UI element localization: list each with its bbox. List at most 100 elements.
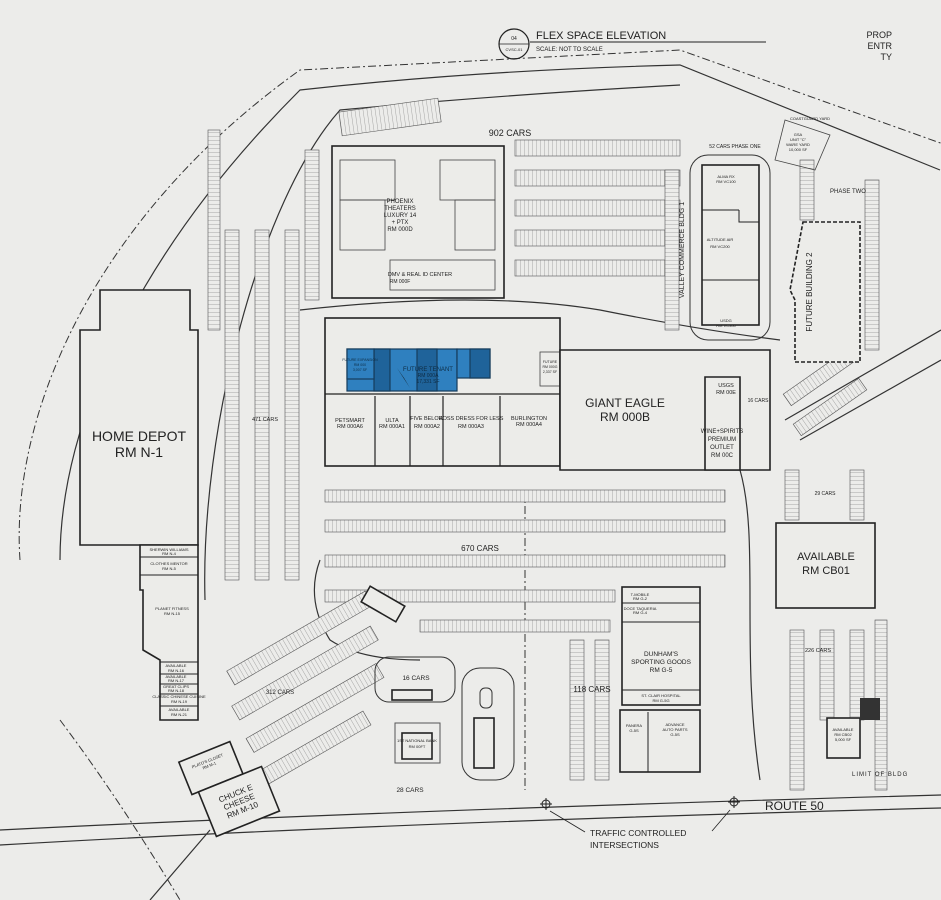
- future-right-rm: RM 000G: [543, 365, 558, 369]
- parking-count-east-small: 16 CARS: [748, 398, 770, 404]
- parking-count-east-north: 29 CARS: [815, 491, 837, 497]
- dmv-label: DMV & REAL ID CENTER: [388, 272, 452, 278]
- future-right-sf: 2,337 SF: [543, 370, 557, 374]
- future-tenant-sf: 17,331 SF: [416, 379, 439, 385]
- phoenix-label-1: PHOENIX: [386, 199, 413, 205]
- chuck-e-cheese-building: PLATO'S CLOSET RM M-1 CHUCK E CHEESE RM …: [177, 740, 281, 838]
- phoenix-theaters-building: PHOENIX THEATERS LUXURY 14 + PTX RM 000D…: [331, 145, 505, 299]
- available-cb01-label: AVAILABLE: [797, 551, 855, 563]
- panera-label: PANERA: [626, 723, 642, 728]
- west-strip: SHERWIN WILLIAMS RM N-4 CLOTHES MENTOR R…: [139, 544, 206, 721]
- future-building-2-label: FUTURE BUILDING 2: [805, 252, 814, 332]
- available-cb02-sf: 5,000 SF: [835, 737, 852, 742]
- coastguard-label: COASTGUARD YARD: [790, 116, 830, 121]
- phase-two-label: PHASE TWO: [830, 189, 866, 195]
- parking-count-east-south: 226 CARS: [805, 648, 831, 654]
- edge-label-2: ENTR: [868, 41, 893, 51]
- title-block: 04 CVSC-01 FLEX SPACE ELEVATION SCALE: N…: [498, 28, 893, 62]
- burlington-rm: RM 000A4: [516, 422, 542, 428]
- panera-rm: G-5S: [629, 728, 639, 733]
- gsa-label-3: WARE YARD: [786, 142, 810, 147]
- usdg-label: USDG: [720, 318, 732, 323]
- future-expansion-sf: 3,007 SF: [353, 368, 367, 372]
- great-clips-rm: RM N-18: [168, 688, 185, 693]
- dunhams-rm: RM G-5: [650, 667, 673, 674]
- parking-count-north: 902 CARS: [489, 128, 532, 138]
- parking-count-west: 471 CARS: [252, 417, 278, 423]
- clothes-mentor-rm: RM N-5: [162, 566, 177, 571]
- route-50-label: ROUTE 50: [765, 799, 824, 813]
- intersections-label-2: INTERSECTIONS: [590, 840, 659, 850]
- phoenix-label-3: LUXURY 14: [384, 213, 417, 219]
- intersection-marker-icon: [540, 798, 552, 810]
- alma-rx-label: ALMA RX: [717, 174, 735, 179]
- first-national-label: 1ST NATIONAL BANK: [397, 738, 437, 743]
- sherwin-rm: RM N-4: [162, 551, 177, 556]
- planet-fitness-rm: RM N-15: [164, 611, 181, 616]
- planet-fitness-label: PLANET FITNESS: [155, 606, 189, 611]
- parking-count-bank-south: 28 CARS: [396, 787, 424, 794]
- clothes-mentor-label: CLOTHES MENTOR: [150, 561, 187, 566]
- usdg-rm: RM VC300: [716, 323, 736, 328]
- intersections-label-1: TRAFFIC CONTROLLED: [590, 828, 686, 838]
- detail-number: 04: [511, 36, 517, 42]
- classic-chinese-rm: RM N-19: [171, 699, 188, 704]
- platos-closet-rm: RM M-1: [202, 760, 218, 770]
- t-mobile-rm: RM G-2: [633, 596, 648, 601]
- gsa-label-4: 10,000 SF: [789, 147, 808, 152]
- advance-auto-rm: G-5S: [670, 732, 680, 737]
- available-cb02-building: AVAILABLE RM CB02 5,000 SF: [826, 698, 880, 759]
- phase-one-parking-label: 52 CARS PHASE ONE: [709, 144, 761, 150]
- drawing-title: FLEX SPACE ELEVATION: [536, 30, 666, 42]
- advance-auto-label-1: ADVANCE: [665, 722, 684, 727]
- usgs-label: USGS: [718, 383, 734, 389]
- pad-sites: 1ST NATIONAL BANK RM 00FT: [360, 585, 515, 781]
- future-tenant-rm: RM 000A: [418, 373, 440, 379]
- five-below-label: FIVE BELOW: [410, 416, 444, 422]
- ulta-label: ULTA: [385, 418, 399, 424]
- gsa-label-1: GSA: [794, 132, 803, 137]
- future-expansion-label: FUTURE EXPANSION: [342, 358, 378, 362]
- giant-eagle-rm: RM 000B: [600, 410, 650, 424]
- dmv-rm: RM 000F: [390, 279, 411, 285]
- intersection-marker-icon: [728, 796, 740, 808]
- giant-eagle-label: GIANT EAGLE: [585, 396, 665, 410]
- home-depot-building: HOME DEPOT RM N-1: [79, 289, 199, 546]
- main-shopping-center: FUTURE EXPANSION RM 000 3,007 SF FUTURE …: [324, 317, 561, 467]
- edge-label-3: TY: [880, 52, 892, 62]
- st-clair-rm: RM G-5G: [652, 698, 669, 703]
- gsa-label-2: UNIT "C": [790, 137, 807, 142]
- giant-eagle-building: GIANT EAGLE RM 000B USGS RM 00E WINE+SPI…: [559, 349, 771, 471]
- great-clips-label: GREAT CLIPS: [163, 684, 189, 689]
- available-n17-rm: RM N-17: [168, 678, 185, 683]
- altitude-air-rm: RM VC200: [710, 244, 730, 249]
- altitude-air-label: ALTITUDE AIR: [707, 237, 734, 242]
- burlington-label: BURLINGTON: [511, 416, 547, 422]
- first-national-rm: RM 00FT: [409, 744, 426, 749]
- parking-counts: 902 CARS 471 CARS 670 CARS 312 CARS 16 C…: [252, 128, 836, 794]
- available-cb02-label: AVAILABLE: [833, 727, 854, 732]
- parking-count-southwest: 312 CARS: [266, 690, 294, 696]
- five-below-rm: RM 000A2: [414, 424, 440, 430]
- dunhams-label-1: DUNHAM'S: [644, 651, 679, 658]
- sheet-ref: CVSC-01: [506, 47, 524, 52]
- available-cb02-rm: RM CB02: [834, 732, 852, 737]
- wine-spirits-label-1: WINE+SPIRITS: [701, 429, 744, 435]
- alma-rx-rm: RM VC100: [716, 179, 736, 184]
- usgs-rm: RM 00E: [716, 390, 736, 396]
- st-clair-label: ST. CLAIR HOSPITAL: [641, 693, 681, 698]
- phoenix-rm: RM 000D: [387, 227, 413, 233]
- parking-count-bank-north: 16 CARS: [402, 675, 430, 682]
- ross-rm: RM 000A3: [458, 424, 484, 430]
- wine-spirits-label-2: PREMIUM: [708, 437, 736, 443]
- sherwin-label: SHERWIN WILLIAMS: [149, 547, 188, 552]
- doce-taqueria-rm: RM G-4: [633, 610, 648, 615]
- doce-taqueria-label: DOCE TAQUERIA: [624, 606, 657, 611]
- available-n21-rm: RM N-21: [171, 712, 188, 717]
- valley-commerce-label: VALLEY COMMERCE BLDG 1: [679, 202, 686, 298]
- future-right-label: FUTURE: [543, 360, 558, 364]
- future-expansion-rm: RM 000: [354, 363, 366, 367]
- drawing-scale: SCALE: NOT TO SCALE: [536, 47, 603, 53]
- classic-chinese-label: CLASSIC CHINESE CUISINE: [152, 694, 206, 699]
